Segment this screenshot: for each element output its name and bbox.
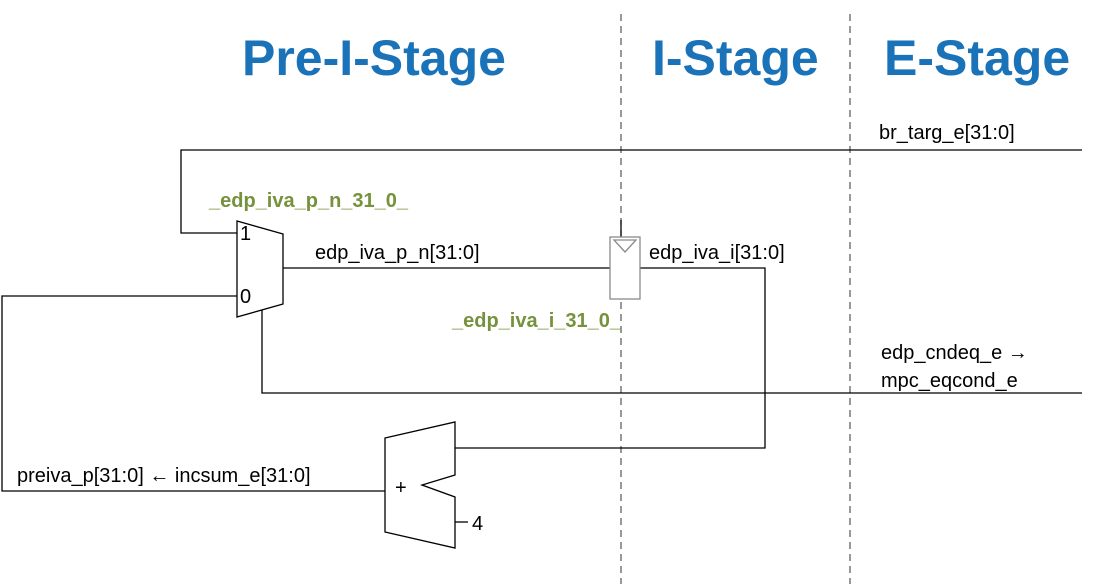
mux-input-1-label: 1 [240, 223, 251, 245]
stage-title-e: E-Stage [884, 30, 1070, 86]
signal-preiva-label: preiva_p[31:0] ← incsum_e[31:0] [17, 465, 311, 487]
adder [384, 421, 456, 549]
clock-edge-icon [612, 239, 638, 253]
stage-title-i: I-Stage [652, 30, 819, 86]
wire-preiva [1, 295, 385, 492]
register-instance-name: _edp_iva_i_31_0_ [451, 310, 622, 332]
signal-edp-iva-p-n-label: edp_iva_p_n[31:0] [315, 242, 480, 264]
mux-input-0-label: 0 [240, 286, 251, 308]
signal-cond-line-2: mpc_eqcond_e [881, 370, 1018, 392]
wire-mux-select [261, 309, 1082, 394]
signal-cond-line-1: edp_cndeq_e → [881, 342, 1028, 364]
wire-br-targ [180, 149, 1082, 234]
signal-edp-iva-i-label: edp_iva_i[31:0] [649, 242, 785, 264]
multiplexer [236, 220, 284, 318]
mux-instance-name: _edp_iva_p_n_31_0_ [208, 190, 409, 212]
wire-edp-iva-i [455, 267, 766, 449]
signal-br-targ-label: br_targ_e[31:0] [879, 122, 1015, 144]
adder-plus-label: + [395, 477, 407, 499]
stage-title-pre-i: Pre-I-Stage [242, 30, 506, 86]
adder-constant-label: 4 [472, 513, 483, 535]
